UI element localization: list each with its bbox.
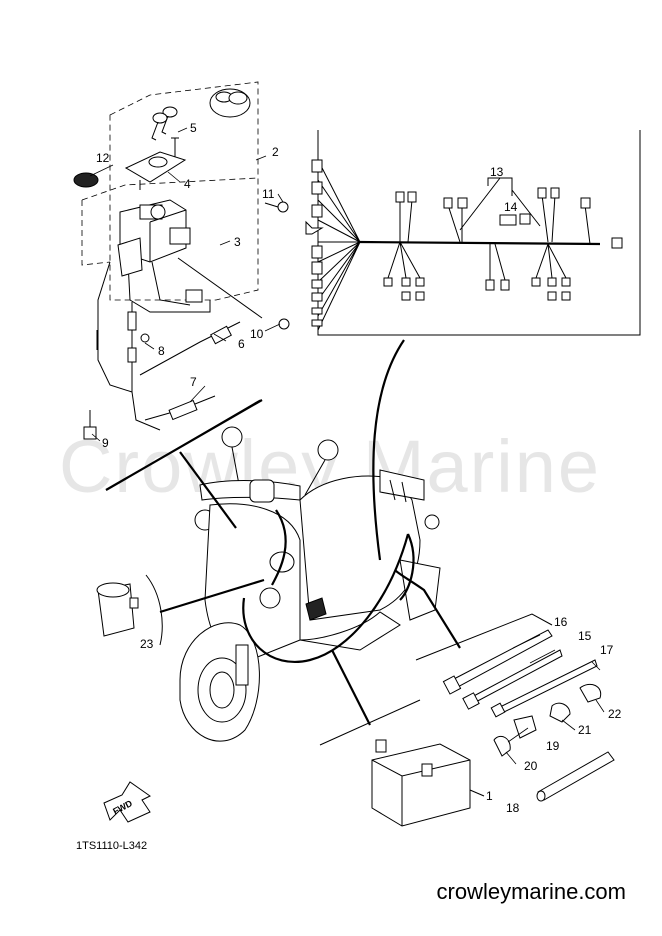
fwd-arrow-icon: FWD: [103, 781, 151, 823]
battery: [371, 739, 485, 827]
bands-clamps: [442, 629, 615, 802]
diagram-code: 1TS1110-L342: [76, 840, 147, 852]
footer-url: crowleymarine.com: [437, 879, 627, 904]
callout-4: 4: [184, 177, 191, 191]
callout-7: 7: [190, 375, 197, 389]
callout-16: 16: [554, 615, 568, 629]
key-icon: [151, 106, 178, 141]
callout-5: 5: [190, 121, 197, 135]
callout-18: 18: [506, 801, 520, 815]
switch-cap: [209, 88, 251, 118]
callout-9: 9: [102, 436, 109, 450]
callout-leaders: [89, 127, 605, 765]
scooter-outline: [179, 426, 441, 742]
callout-10: 10: [250, 327, 264, 341]
relay: [96, 574, 163, 646]
callout-6: 6: [238, 337, 245, 351]
wire-harness: [305, 130, 641, 336]
callout-11: 11: [262, 187, 275, 201]
callout-12: 12: [96, 151, 110, 165]
callout-8: 8: [158, 344, 165, 358]
callout-3: 3: [234, 235, 241, 249]
callout-numbers: 1 2 3 4 5 6 7 8 9 10 11 12 13 14 15 16 1…: [96, 121, 622, 815]
callout-15: 15: [578, 629, 592, 643]
callout-17: 17: [600, 643, 614, 657]
callout-23: 23: [140, 637, 154, 651]
callout-19: 19: [546, 739, 560, 753]
callout-13: 13: [490, 165, 504, 179]
leader-lines: [105, 339, 553, 746]
main-switch-assembly: [73, 81, 290, 440]
callout-22: 22: [608, 707, 622, 721]
callout-20: 20: [524, 759, 538, 773]
callout-21: 21: [578, 723, 592, 737]
callout-14: 14: [504, 200, 518, 214]
callout-1: 1: [486, 789, 493, 803]
callout-2: 2: [272, 145, 279, 159]
